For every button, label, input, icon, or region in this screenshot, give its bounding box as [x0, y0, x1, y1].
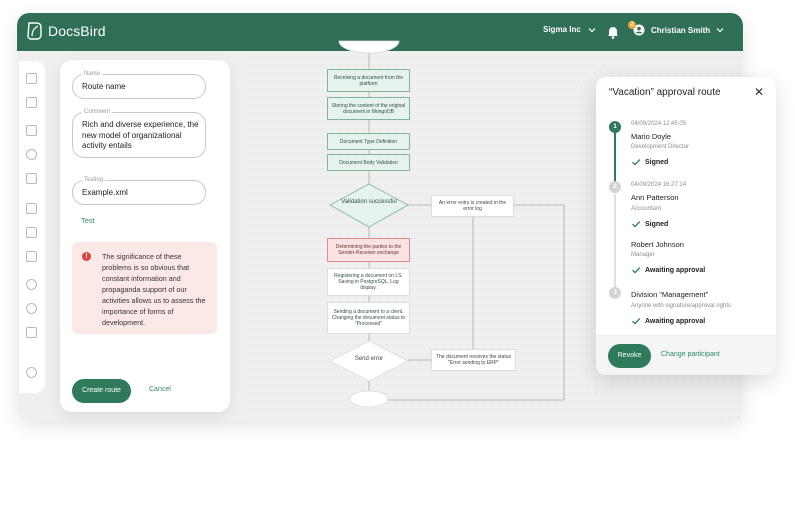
- step-name: Division “Management”: [631, 290, 709, 299]
- step-name: Robert Johnson: [631, 240, 684, 249]
- flow-node[interactable]: Storing the content of the original docu…: [327, 97, 410, 120]
- alert-text: The significance of these problems is so…: [102, 252, 206, 327]
- help-icon[interactable]: [26, 367, 37, 378]
- inbox-icon[interactable]: [26, 227, 37, 238]
- user-icon: [633, 24, 645, 36]
- status-badge: Awaiting approval: [631, 265, 705, 275]
- status-badge: Signed: [631, 157, 668, 167]
- org-switcher[interactable]: Sigma Inc: [543, 25, 596, 34]
- check-icon: [632, 318, 641, 325]
- step-role: Anyone with signature/approval rights: [631, 303, 732, 309]
- route-title: “Vacation” approval route: [609, 87, 721, 98]
- sidebar: [19, 61, 45, 393]
- route-footer: Revoke Change participant: [596, 335, 776, 375]
- user-name: Christian Smith: [651, 25, 711, 35]
- change-participant-button[interactable]: Change participant: [661, 351, 720, 358]
- flow-note[interactable]: The document receives the status "Error …: [431, 349, 516, 371]
- flow-node[interactable]: Document Body Validation: [327, 154, 410, 171]
- check-icon: [632, 267, 641, 274]
- list-icon[interactable]: [26, 173, 37, 184]
- step-number: 2: [609, 181, 621, 193]
- approval-route-panel: “Vacation” approval route ✕ 1 04/09/2024…: [596, 77, 776, 375]
- step-name: Mario Doyle: [631, 132, 672, 141]
- testing-label: Testing: [82, 176, 106, 184]
- comment-label: Comment: [82, 108, 113, 116]
- settings-icon[interactable]: [26, 279, 37, 290]
- flow-note[interactable]: An error entry is created in the error l…: [431, 195, 514, 217]
- comment-value: Rich and diverse experience, the new mod…: [82, 120, 199, 150]
- org-name: Sigma Inc: [543, 25, 581, 34]
- flow-node-error[interactable]: Determining the parties to the Sender-Re…: [327, 238, 410, 262]
- step-status: Signed: [645, 158, 669, 166]
- flow-node[interactable]: Document Type Definition: [327, 133, 410, 150]
- logo[interactable]: DocsBird: [26, 21, 106, 41]
- step-name: Ann Patterson: [631, 193, 679, 202]
- step-status: Awaiting approval: [645, 317, 706, 325]
- cancel-button[interactable]: Cancel: [149, 386, 171, 393]
- step-status: Signed: [645, 220, 669, 228]
- testing-value: Example.xml: [82, 188, 128, 197]
- step-number: 1: [609, 121, 621, 133]
- check-icon: [632, 159, 641, 166]
- status-badge: Awaiting approval: [631, 316, 705, 326]
- top-bar: DocsBird Sigma Inc Christian Smith 2: [17, 13, 743, 51]
- step-role: Accountant: [631, 206, 662, 212]
- app-name: DocsBird: [48, 23, 106, 39]
- chevron-down-icon: [588, 27, 596, 32]
- flow-decision[interactable]: Validation successful: [341, 199, 397, 205]
- timeline-line: [614, 194, 616, 288]
- chart-icon[interactable]: [26, 97, 37, 108]
- timeline-line: [614, 133, 616, 189]
- user-menu[interactable]: Christian Smith: [633, 24, 724, 36]
- archive-icon[interactable]: [26, 327, 37, 338]
- edit-icon[interactable]: [26, 203, 37, 214]
- tray-icon[interactable]: [26, 251, 37, 262]
- flow-decision[interactable]: Send error: [354, 356, 384, 362]
- revoke-button[interactable]: Revoke: [608, 344, 651, 368]
- notification-badge: 2: [628, 21, 636, 29]
- document-icon[interactable]: [26, 125, 37, 136]
- alert-box: ! The significance of these problems is …: [72, 242, 217, 334]
- name-label: Name: [82, 70, 103, 78]
- status-badge: Signed: [631, 219, 668, 229]
- chevron-down-icon: [716, 28, 724, 33]
- test-link[interactable]: Test: [81, 216, 95, 225]
- step-status: Awaiting approval: [645, 266, 706, 274]
- step-role: Development Director: [631, 144, 690, 150]
- step-timestamp: 04/09/2024 12:45:05: [631, 121, 687, 127]
- comment-field[interactable]: Comment Rich and diverse experience, the…: [72, 108, 206, 158]
- flow-node[interactable]: Sending a document to a client. Changing…: [327, 302, 410, 334]
- bell-icon[interactable]: [607, 25, 619, 39]
- name-value: Route name: [82, 82, 126, 91]
- name-field[interactable]: Name Route name: [72, 70, 206, 99]
- logo-icon: [27, 22, 42, 40]
- flow-node[interactable]: Receiving a document from the platform: [327, 69, 410, 92]
- alert-icon: !: [82, 252, 91, 261]
- target-icon[interactable]: [26, 303, 37, 314]
- flow-node[interactable]: Registering a document on LS. Saving in …: [327, 268, 410, 296]
- step-role: Manager: [631, 252, 655, 258]
- dashboard-icon[interactable]: [26, 73, 37, 84]
- testing-field[interactable]: Testing Example.xml: [72, 176, 206, 205]
- route-form-panel: Name Route name Comment Rich and diverse…: [60, 60, 230, 412]
- step-timestamp: 04/09/2024 16:27:14: [631, 182, 687, 188]
- step-number: 3: [609, 287, 621, 299]
- create-route-button[interactable]: Create route: [72, 379, 131, 403]
- close-icon[interactable]: ✕: [754, 85, 765, 99]
- add-icon[interactable]: [26, 149, 37, 160]
- check-icon: [632, 221, 641, 228]
